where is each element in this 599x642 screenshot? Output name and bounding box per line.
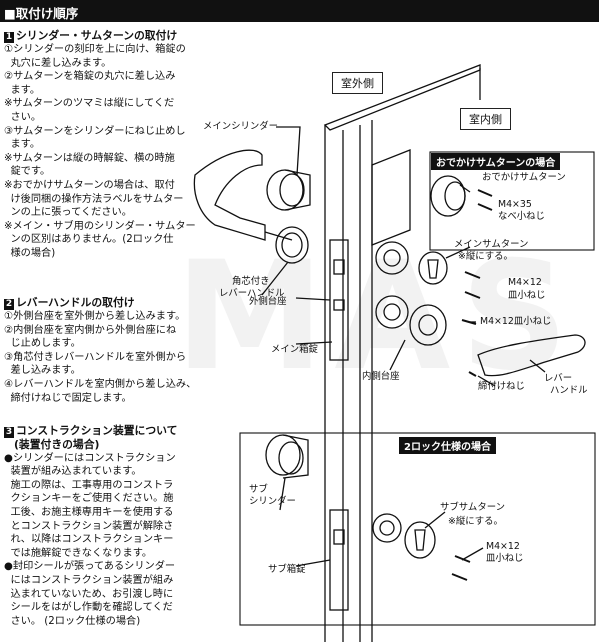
label-square-core-2: レバーハンドル [219,288,285,299]
instruction-line: ②サムターンを箱錠の丸穴に差し込み [4,71,176,83]
label-vertical-note-2: ※縦にする。 [448,516,503,527]
instruction-line: 締付けねじで固定します。 [4,392,132,404]
instruction-line: 様の場合) [4,247,56,259]
inner-lever-shape [477,334,586,377]
instruction-line: ます。 [4,139,41,151]
label-square-core-1: 角芯付き [232,276,270,287]
section-1-title: シリンダー・サムターンの取付け [16,29,178,42]
section-2-title: レバーハンドルの取付け [16,296,135,309]
instruction-line: では施解錠できなくなります。 [4,547,153,559]
odekake-box [429,151,595,251]
instruction-line: 込まれていないため、お引渡し時に [4,588,174,600]
label-inner-base: 内側台座 [362,371,400,382]
label-main-box-lock: メイン箱錠 [271,344,318,355]
label-nabe-screw: なべ小ねじ [498,211,545,222]
section-3-title: コンストラクション装置について [16,424,178,437]
instruction-line: ●封印シールが張ってあるシリンダー [4,561,176,573]
label-lever-1: レバー [544,373,573,384]
section-3-subtitle: (装置付きの場合) [14,438,100,451]
instruction-line: 差し込みます。 [4,365,81,377]
instruction-line: ③サムターンをシリンダーにねじ止めし [4,125,186,137]
label-vertical-note: ※縦にする。 [458,251,513,262]
label-m4x12-a: M4×12 [508,277,542,288]
label-sub-box-lock: サブ箱錠 [268,564,306,575]
label-main-thumbturn: メインサムターン [454,239,529,250]
instruction-line: クションキーをご使用ください。施 [4,493,174,505]
two-lock-title: 2ロック仕様の場合 [399,437,496,454]
label-m4x35: M4×35 [498,199,532,210]
two-lock-box [239,432,596,626]
outer-lever-shape [193,149,266,241]
sub-lock-faceplate [329,509,349,611]
instruction-line: さい。 (2ロック仕様の場合) [4,615,141,627]
instruction-line: ンの上に張ってください。 [4,207,132,219]
outdoor-side-label: 室外側 [332,72,383,94]
label-sub-cylinder-1: サブ [249,484,268,495]
instruction-line: け後同梱の操作方法ラベルをサムター [4,193,184,205]
label-sub-thumbturn: サブサムターン [440,502,505,513]
label-odekake-thumbturn: おでかけサムターン [482,172,566,183]
section-1-number: 1 [4,32,14,43]
instruction-line: れ、以降はコンストラクションキー [4,534,174,546]
outer-base-shape [275,226,309,264]
instruction-line: 施工の際は、工事専用のコンストラ [4,479,174,491]
label-flat-screw-b: 皿小ねじ [486,553,524,564]
section-2-body: ①外側台座を室外側から差し込みます。 ②内側台座を室内側から外側台座にね じ止めし… [4,310,222,405]
section-3-number: 3 [4,427,14,438]
instruction-line: じ止めします。 [4,338,81,350]
label-flat-screw-a: 皿小ねじ [508,290,546,301]
section-3-body: ●シリンダーにはコンストラクション 装置が組み込まれています。 施工の際は、工事… [4,452,222,629]
instruction-line: ます。 [4,84,41,96]
instruction-line: 工後、お施主様専用キーを使用する [4,506,174,518]
indoor-side-label: 室内側 [460,108,511,130]
label-main-cylinder: メインシリンダー [203,121,279,132]
instruction-line: ①外側台座を室外側から差し込みます。 [4,311,186,322]
page-title: ■取付け順序 [4,6,79,21]
instruction-line: 装置が組み込まれています。 [4,466,142,478]
header-bar: ■取付け順序 [0,0,599,22]
odekake-thumbturn-shape [430,175,466,217]
label-lever-2: ハンドル [550,385,588,396]
instruction-line: ④レバーハンドルを室内側から差し込み、 [4,378,197,390]
instruction-line: ※サムターンは縦の時解錠、横の時施 [4,152,175,164]
instruction-line: ンの区別はありません。(2ロック仕 [4,234,174,246]
instruction-line: 錠です。 [4,166,51,178]
label-sub-cylinder-2: シリンダー [249,496,296,507]
instruction-line: ※メイン・サブ用のシリンダー・サムター [4,220,196,232]
instruction-label-plate [371,149,411,246]
main-thumbturn-shape [418,251,448,285]
label-m4x12-b: M4×12 [486,541,520,552]
label-fastening-screw: 締付けねじ [478,381,525,392]
instruction-line: ※おでかけサムターンの場合は、取付 [4,179,175,191]
instruction-line: 丸穴に差し込みます。 [4,57,112,69]
instruction-line: シールをはがし作動を確認してくだ [4,602,173,614]
label-m4x12-flat: M4×12皿小ねじ [480,316,552,327]
instruction-line: さい。 [4,111,42,123]
sub-thumbturn-shape [404,521,436,559]
instruction-line: ①シリンダーの刻印を上に向け、箱錠の [4,44,186,55]
instruction-line: ●シリンダーにはコンストラクション [4,452,176,464]
instruction-line: ③角芯付きレバーハンドルを室外側から [4,351,187,363]
section-1-body: ①シリンダーの刻印を上に向け、箱錠の 丸穴に差し込みます。 ②サムターンを箱錠の丸… [4,43,222,261]
section-2-number: 2 [4,299,14,310]
odekake-title: おでかけサムターンの場合 [431,153,561,170]
inner-base-shape [409,304,447,346]
instruction-line: ②内側台座を室内側から外側台座にね [4,324,177,336]
instruction-line: ※サムターンのツマミは縦にしてくだ [4,98,175,110]
label-outer-base: 外側台座 [249,296,287,307]
instruction-line: とコンストラクション装置が解除さ [4,520,174,532]
instruction-line: にはコンストラクション装置が組み [4,574,174,586]
